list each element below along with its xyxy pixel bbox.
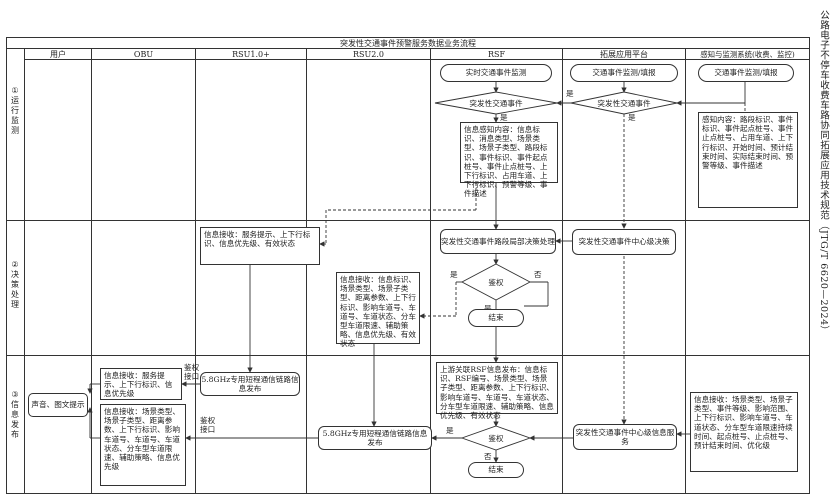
row-number: ③: [11, 390, 19, 399]
platform-event-diamond: [570, 91, 678, 115]
platform-center-publish-node: 突发性交通事件中心级信息服务: [573, 424, 677, 450]
auth-decision-2-label: 鉴权: [488, 433, 504, 443]
auth-interface-label-2: 鉴权接口: [200, 416, 216, 435]
sensing-info: 感知内容：路段标识、事件标识、事件起点桩号、事件止点桩号、占用车道、上下行标识、…: [698, 112, 798, 208]
obu-info-receive-2: 信息接收：场景类型、场景子类型、距离参数、上下行标识、影响车道号、车道号、车道状…: [100, 404, 186, 486]
end-node-2: 结束: [468, 462, 524, 478]
sensing-monitor-node: 交通事件监测/填报: [698, 64, 794, 82]
row-number: ①: [11, 86, 19, 95]
auth2-no: 否: [484, 452, 492, 461]
end-node-1: 结束: [468, 309, 524, 327]
row-title: 决策处理: [11, 270, 19, 309]
sensing-publish-info: 信息接收：场景类型、场景子类型、事件等级、影响范围、上下行标识、影响车道号、车道…: [690, 392, 798, 472]
rsf-event-diamond: [434, 91, 558, 115]
platform-monitor-node: 交通事件监测/填报: [570, 64, 678, 82]
rsu1-publish-node: 5.8GHz专用短程通信链路信息发布: [200, 372, 300, 396]
user-prompt-node: 声音、图文提示: [28, 393, 88, 417]
platform-yes-label-left: 是: [566, 89, 574, 98]
auth1-yes-down: 是: [484, 304, 492, 313]
row-title: 运行监测: [11, 96, 19, 135]
rsu2-info-receive: 信息接收：信息标识、场景类型、场景子类型、距离参数、上下行标识、影响车道号、车道…: [336, 272, 420, 348]
row-label-monitoring: ① 运行监测: [6, 86, 24, 136]
auth-diamond-2: [460, 425, 532, 451]
auth-decision-1-label: 鉴权: [488, 277, 504, 287]
rsf-event-decision-label: 突发性交通事件: [469, 98, 523, 108]
auth-interface-label-1: 鉴权接口: [184, 363, 200, 382]
platform-center-decision-node: 突发性交通事件中心级决策: [572, 229, 676, 255]
rsf-local-decision-node: 突发性交通事件路段局部决策处理: [440, 229, 556, 254]
platform-yes-label-down: 是: [628, 113, 636, 122]
auth1-no: 否: [534, 270, 542, 279]
row-label-publish: ③ 信息发布: [6, 390, 24, 440]
rsu1-info-receive: 信息接收：服务提示、上下行标识、信息优先级、有效状态: [200, 227, 320, 265]
row-label-decision: ② 决策处理: [6, 260, 24, 310]
rsf-perception-info: 信息感知内容：信息标识、消息类型、场景类型、场景子类型、路段标识、事件标识、事件…: [460, 122, 558, 198]
platform-event-decision-label: 突发性交通事件: [597, 98, 651, 108]
auth1-yes-left: 是: [450, 270, 458, 279]
rsf-yes-label-1: 是: [500, 113, 508, 122]
auth-diamond-1: [461, 263, 531, 301]
obu-info-receive-1: 信息接收：服务提示、上下行标识、信息优先级: [100, 368, 182, 400]
standard-title-spine: 公路电子不停车收费车路协同拓展应用技术规范（JTG/T 6620—2024）: [818, 10, 829, 336]
rsu2-publish-node: 5.8GHz专用短程通信链路信息发布: [318, 426, 432, 450]
row-number: ②: [11, 260, 19, 269]
auth2-yes: 是: [446, 426, 454, 435]
rsf-monitor-node: 实时交通事件监测: [440, 64, 552, 82]
row-title: 信息发布: [11, 400, 19, 439]
rsf-publish-info: 上游关联RSF信息发布：信息标识、RSF编号、场景类型、场景子类型、距离参数、上…: [436, 362, 558, 420]
